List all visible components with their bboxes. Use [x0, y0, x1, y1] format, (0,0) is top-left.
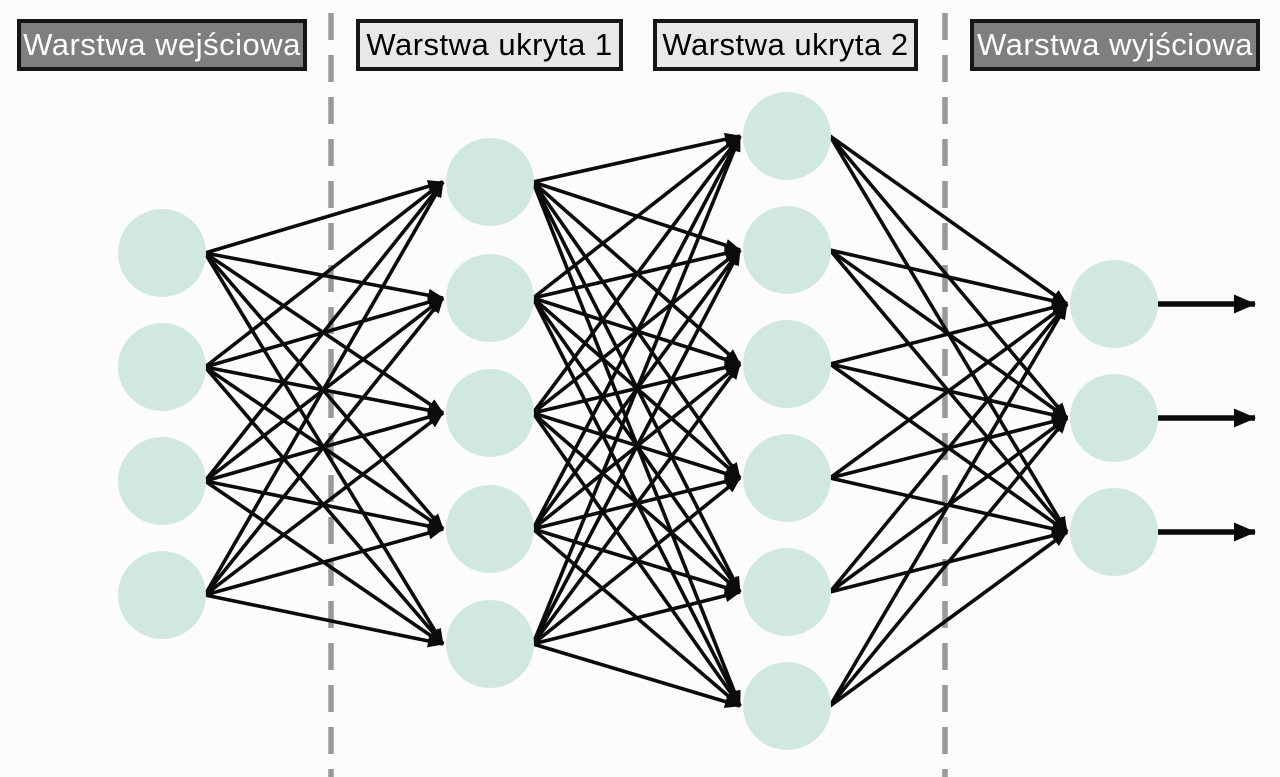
neuron-node-hidden2: [743, 434, 831, 522]
edge-arrow: [828, 303, 1069, 707]
edge-arrow: [532, 132, 741, 184]
edge-arrow: [829, 301, 1068, 366]
neuron-node-hidden2: [743, 662, 831, 750]
edge-arrow: [828, 134, 1069, 306]
edge-arrow: [204, 593, 444, 648]
neuron-node-input: [118, 551, 206, 639]
layer-separators: [328, 13, 948, 777]
neuron-node-hidden2: [743, 548, 831, 636]
edge-arrow: [531, 135, 742, 530]
neuron-node-hidden1: [446, 485, 534, 573]
edge-arrow: [203, 180, 445, 483]
layer-label-output: Warstwa wyjściowa: [970, 19, 1260, 71]
neuron-node-input: [118, 437, 206, 525]
neuron-nodes: [118, 92, 1158, 750]
neuron-node-hidden2: [743, 92, 831, 180]
neuron-node-output: [1070, 488, 1158, 576]
edge-arrow: [531, 476, 742, 646]
neuron-node-output: [1070, 260, 1158, 348]
neuron-node-hidden1: [446, 600, 534, 688]
edge-arrow: [204, 180, 444, 255]
edge-arrow: [531, 249, 742, 645]
edge-arrow: [203, 296, 445, 597]
output-arrows: [1158, 294, 1256, 542]
neuron-node-hidden1: [446, 138, 534, 226]
layer-label-hidden2: Warstwa ukryta 2: [653, 19, 918, 71]
neuron-node-input: [118, 323, 206, 411]
neuron-node-output: [1070, 374, 1158, 462]
edge-arrow: [204, 526, 444, 597]
neuron-node-hidden1: [446, 254, 534, 342]
layer-label-input: Warstwa wejściowa: [17, 19, 307, 71]
edge-arrow: [203, 181, 445, 596]
neuron-node-hidden2: [743, 206, 831, 294]
edge-arrow: [828, 530, 1069, 708]
neuron-node-input: [118, 209, 206, 297]
edge-arrow: [532, 589, 741, 646]
neuron-node-hidden2: [743, 320, 831, 408]
edge-arrow: [531, 134, 742, 300]
edge-arrow: [532, 642, 741, 708]
edge-arrow: [531, 362, 742, 646]
edge-arrow: [828, 302, 1069, 594]
edge-arrow: [203, 180, 445, 369]
edge-arrow: [829, 248, 1068, 308]
edge-arrow: [828, 302, 1069, 480]
edge-arrow: [828, 416, 1069, 708]
edge-arrow: [203, 411, 445, 597]
connection-edges: [203, 132, 1069, 708]
layer-label-hidden1: Warstwa ukryta 1: [356, 19, 623, 71]
edge-arrow: [531, 134, 742, 415]
edge-arrow: [531, 135, 742, 645]
neuron-node-hidden1: [446, 369, 534, 457]
